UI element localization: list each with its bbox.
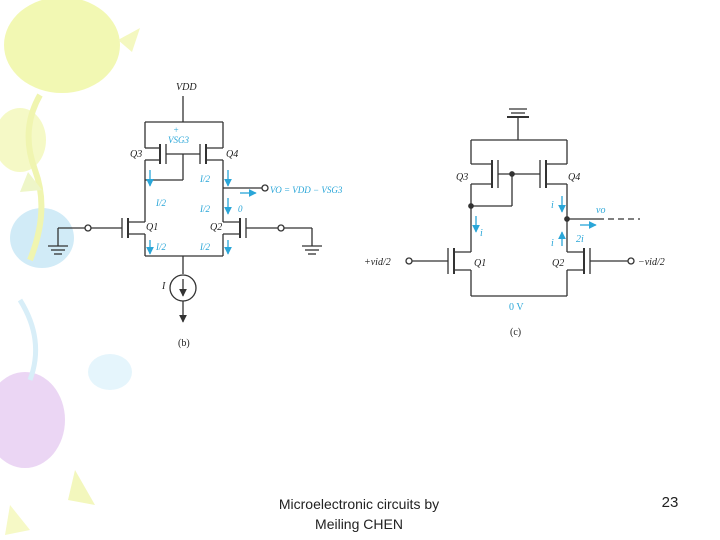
q1-label: Q1 [146,222,158,233]
vo-equation: VO = VDD − VSG3 [270,185,343,195]
c-vin-plus-label: +vid/2 [364,257,391,268]
c-i-label-right-bottom: i [551,238,554,249]
yellow-balloon-top [4,0,120,93]
footer-credit: Microelectronic circuits by Meiling CHEN [250,494,468,534]
i-half-label-right-bottom: I/2 [199,242,210,252]
i-half-label-right-mid: I/2 [199,204,210,214]
confetti-triangle-2 [5,505,30,535]
balloon-string [25,93,45,262]
yellow-balloon-small [0,108,46,172]
q4-label: Q4 [226,149,238,160]
diagram-b [48,96,322,323]
blue-balloon [10,208,74,268]
i-half-label-left-top: I/2 [155,198,166,208]
c-q2-label: Q2 [552,258,564,269]
c-i-label-right-top: i [551,200,554,211]
current-arrows-b [146,170,257,255]
vdd-label: VDD [176,82,197,93]
confetti-triangle [68,470,95,505]
zero-current-label: 0 [238,204,243,214]
c-i-label-left: i [480,228,483,239]
source-i-label: I [161,281,166,292]
caption-c: (c) [510,327,521,338]
page-number: 23 [661,494,679,511]
confetti-triangle-3 [118,28,140,52]
confetti-triangle-4 [20,172,42,192]
footer-line-2: Meiling CHEN [315,516,403,532]
q2-gate-terminal [277,224,285,232]
q1-gate-terminal [84,224,92,232]
caption-b: (b) [178,338,190,349]
purple-balloon [0,372,65,468]
vsg3-plus-label: + [173,125,179,135]
output-terminal [261,184,269,192]
c-q3-label: Q3 [456,172,468,183]
diagram-c [405,108,640,297]
footer-line-1: Microelectronic circuits by [278,496,440,512]
c-q4-label: Q4 [568,172,580,183]
q2-label: Q2 [210,222,222,233]
c-zero-v-label: 0 V [509,302,524,313]
c-two-i-label: 2i [576,234,584,245]
i-half-label-right-top: I/2 [199,174,210,184]
c-vin-minus-label: −vid/2 [638,257,665,268]
i-half-label-left-bottom: I/2 [155,242,166,252]
current-arrows-c [472,196,597,246]
c-output-node [564,216,570,222]
vsg3-label: VSG3 [168,135,189,145]
q3-label: Q3 [130,149,142,160]
light-blue-balloon [88,354,132,390]
balloon-string-2 [17,298,39,381]
c-vo-label: vo [596,205,605,216]
c-q1-label: Q1 [474,258,486,269]
c-q2-terminal [627,257,635,265]
c-q1-terminal [405,257,413,265]
